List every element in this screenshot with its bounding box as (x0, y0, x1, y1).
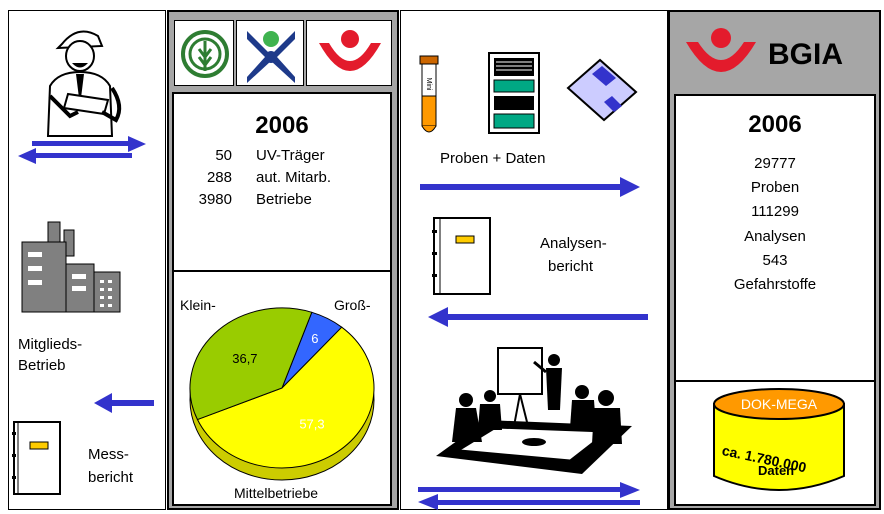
bgia-stat-1: 29777 (754, 155, 796, 172)
factory-icon (21, 221, 121, 313)
proben-daten-label: Proben + Daten (440, 150, 546, 167)
bgia-stat-5: 543 (762, 252, 788, 269)
pie-legend-gross: Groß- (334, 297, 371, 313)
analysen-label-line2: bericht (548, 258, 594, 275)
floppy-disk-icon (566, 58, 638, 122)
pie-legend-klein: Klein- (180, 297, 216, 313)
bgia-year: 2006 (748, 111, 802, 138)
pie-data-label: 57,3 (299, 416, 324, 431)
bgia-logo-icon (686, 28, 756, 72)
uv-row-1-num: 50 (215, 147, 232, 164)
uv-row-3-label: Betriebe (256, 191, 312, 208)
pie-legend-mittel: Mittelbetriebe (234, 485, 319, 501)
bgia-stat-6: Gefahrstoffe (733, 276, 817, 293)
database-cylinder-icon (713, 388, 845, 491)
uv-row-3-num: 3980 (198, 191, 232, 208)
uv-stats-panel (172, 92, 392, 272)
report-document-icon (432, 217, 491, 295)
database-label: DOK-MEGA (740, 396, 818, 412)
x-figure-logo-icon (247, 31, 295, 83)
pie-slice-klein (189, 307, 313, 421)
middle-column-frame (400, 10, 668, 510)
document-icon (12, 421, 61, 495)
left-arrow-icon (94, 393, 154, 413)
bgia-title: BGIA (768, 38, 843, 71)
pie-data-label: 36,7 (232, 351, 257, 366)
bgia-stat-4: Analysen (744, 228, 806, 245)
database-daten: Daten (758, 463, 795, 478)
bgia-stats-panel (674, 94, 876, 382)
bg-logo-icon (319, 30, 381, 71)
logo-box-2 (236, 20, 304, 86)
mess-label-line1: Mess- (88, 446, 129, 463)
vial-label: Mini (425, 78, 432, 91)
logo-box-3 (306, 20, 392, 86)
meeting-icon (436, 347, 632, 474)
mitglieds-label-line1: Mitglieds- (18, 336, 83, 353)
bgia-stat-3: 111299 (751, 203, 799, 220)
agriculture-logo-icon (181, 30, 229, 78)
uv-year: 2006 (255, 112, 309, 139)
left-arrow-middle-icon (428, 307, 648, 327)
sample-vial-icon: Mini (419, 55, 439, 133)
pie-data-label: 6 (311, 331, 318, 346)
left-column-frame (8, 10, 166, 510)
double-arrow-icon (18, 136, 146, 164)
uv-row-2-num: 288 (206, 169, 232, 186)
mess-label-line2: bericht (88, 469, 134, 486)
data-rack-icon (488, 52, 540, 134)
logo-box-1 (174, 20, 234, 86)
analysen-label-line1: Analysen- (540, 235, 607, 252)
bgia-stat-2: Proben (750, 179, 800, 196)
engineer-icon (46, 30, 122, 137)
pie-slice-mittelbetriebe (196, 326, 375, 469)
right-arrow-icon (420, 177, 640, 197)
bottom-double-arrow-icon (418, 482, 640, 510)
mitglieds-label-line2: Betrieb (18, 357, 66, 374)
uv-row-1-label: UV-Träger (256, 147, 325, 164)
pie-chart: 6 57,3 36,7 (189, 307, 375, 481)
uv-row-2-label: aut. Mitarb. (256, 169, 332, 186)
